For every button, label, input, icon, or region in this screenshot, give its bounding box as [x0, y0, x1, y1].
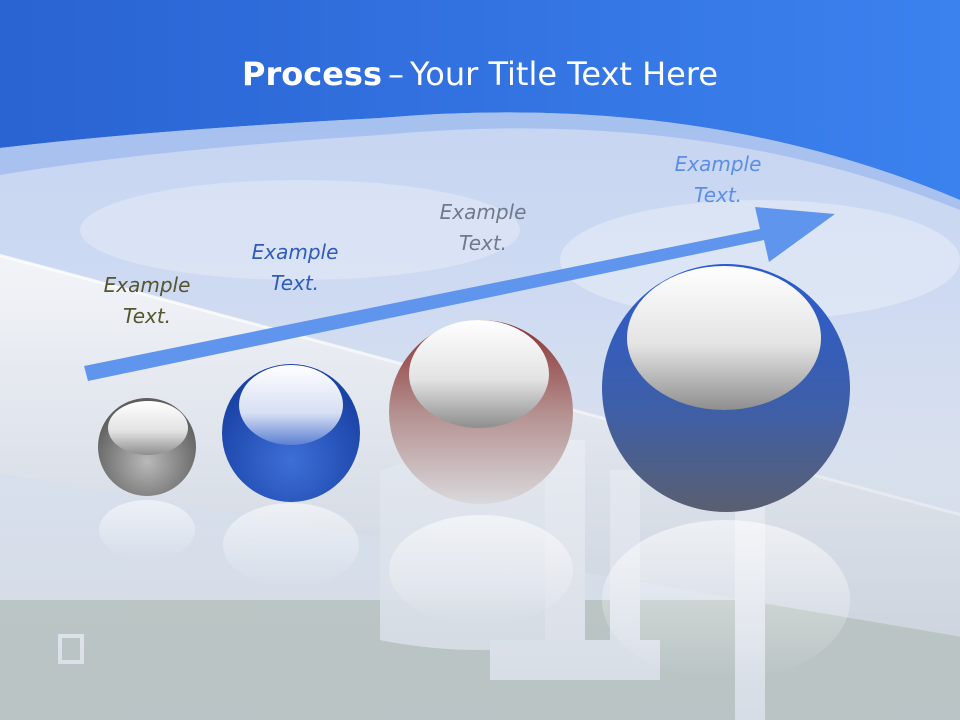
sphere-1-reflection	[99, 500, 195, 560]
title-dash: –	[387, 55, 404, 93]
title-bold-text: Process	[242, 55, 382, 93]
step-1-sphere	[98, 398, 196, 496]
growth-arrow	[84, 207, 835, 381]
step-3-label: Example Text.	[439, 200, 527, 255]
step-4-label: Example Text.	[674, 152, 762, 207]
step-2-sphere	[222, 364, 360, 502]
step-2-label: Example Text.	[251, 240, 339, 295]
step-1-label: Example Text.	[103, 273, 191, 328]
sphere-2-reflection	[223, 503, 359, 587]
sphere-3-reflection	[389, 515, 573, 625]
step-3-sphere	[389, 320, 573, 504]
title-rest-text: Your Title Text Here	[409, 55, 718, 93]
step-4-sphere	[602, 264, 850, 512]
sphere-4-reflection	[602, 520, 850, 680]
page-title: Process–Your Title Text Here	[0, 52, 960, 96]
